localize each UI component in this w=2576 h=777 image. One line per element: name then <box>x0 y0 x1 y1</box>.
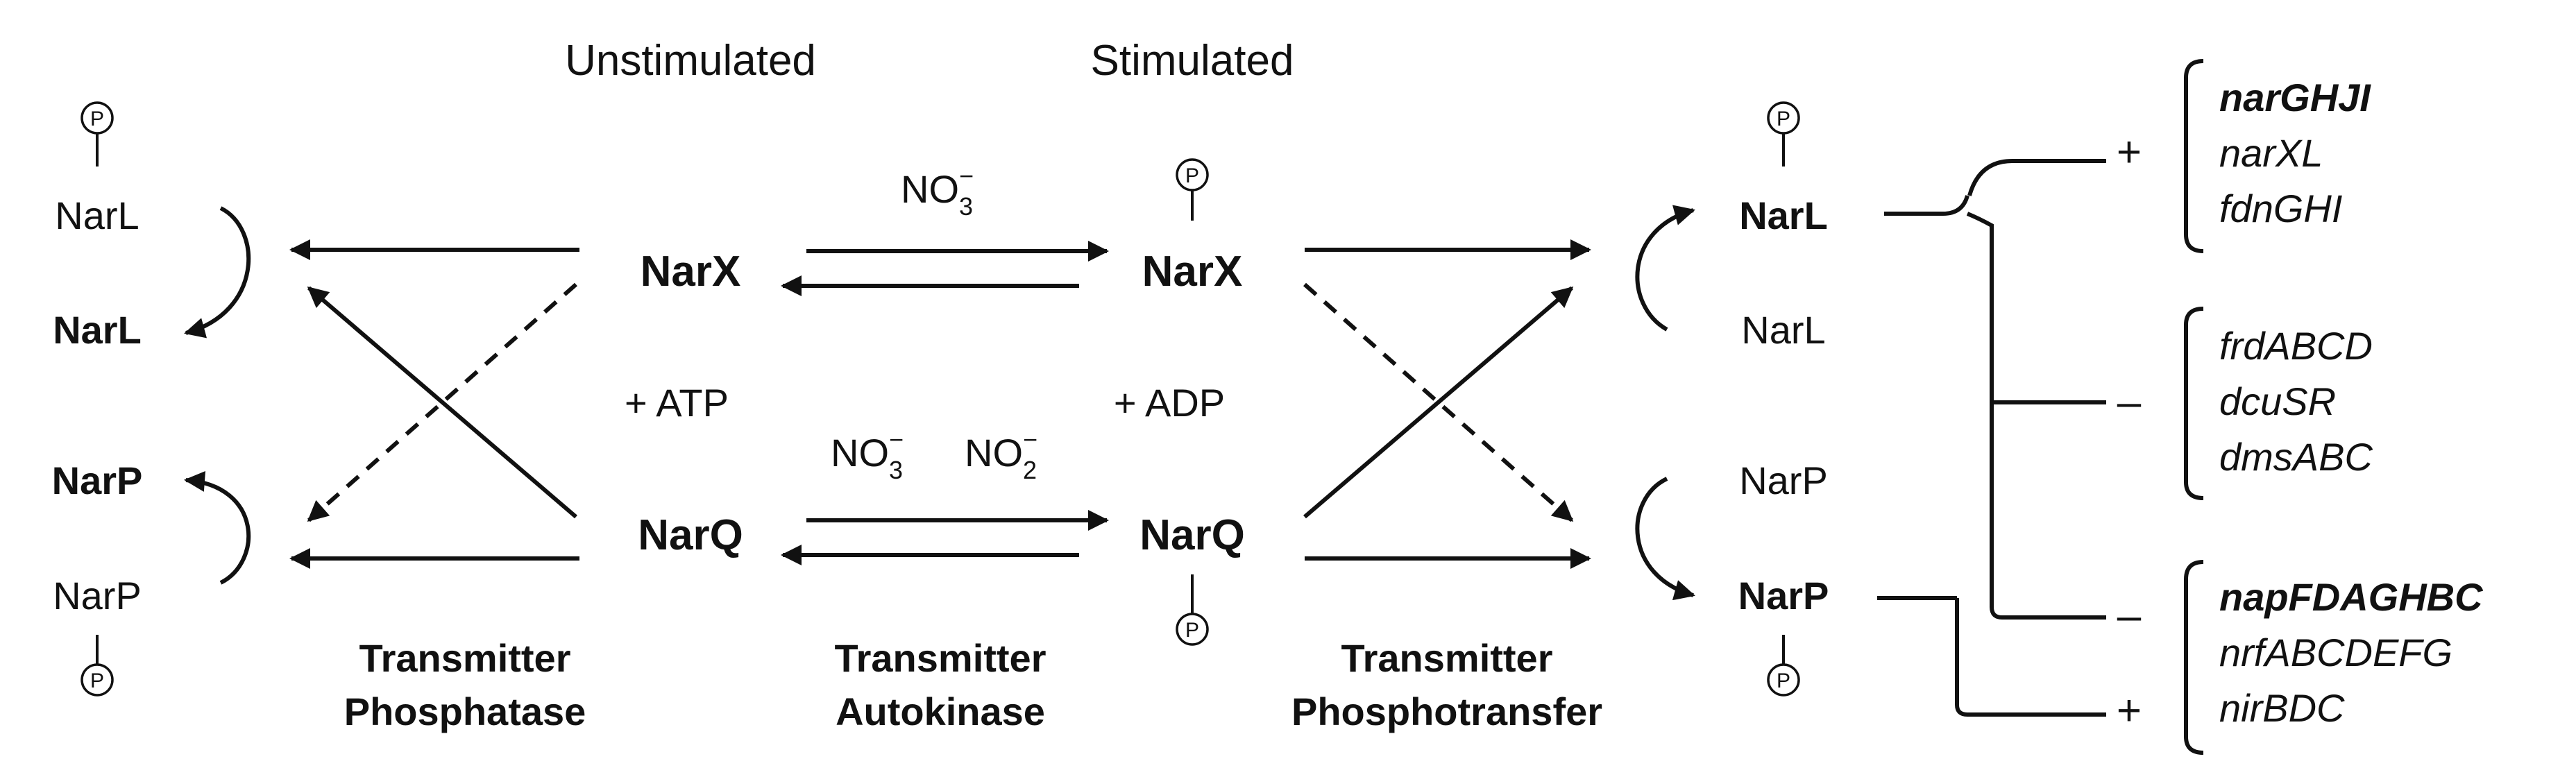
gene-nrfabcdefg: nrfABCDEFG <box>2219 631 2452 674</box>
svg-text:P: P <box>1777 108 1790 130</box>
curve-arrow-narp-phospho <box>1635 477 1695 601</box>
sign-activation-group1: + <box>2117 128 2142 176</box>
left-narl: NarL <box>53 308 142 352</box>
header-unstimulated: Unstimulated <box>565 37 816 85</box>
curve-arrow-narp-dephospho <box>184 471 251 585</box>
phospho-icon-narq: P <box>1176 574 1209 646</box>
sign-repression-group3: – <box>2117 592 2142 640</box>
phospho-icon-left-narp: P <box>80 635 114 697</box>
phospho-icon-right-narp: P <box>1767 635 1800 697</box>
left-narl-phosphorylated: NarL <box>55 194 139 237</box>
no3-label-bottom: NO3− <box>831 425 904 484</box>
middle-narq-phosphorylated: NarQ <box>1139 511 1245 559</box>
adp-label: + ADP <box>1114 381 1225 425</box>
gene-nirbdc: nirBDC <box>2219 686 2345 730</box>
narp-regulation-connector <box>1877 596 2106 717</box>
bracket-group2 <box>2184 307 2204 500</box>
curve-arrow-narl-dephospho <box>184 206 251 339</box>
gene-dcusr: dcuSR <box>2219 379 2336 423</box>
gene-narxl: narXL <box>2219 131 2323 175</box>
caption-phosphotransfer-line1: Transmitter <box>1341 636 1553 680</box>
caption-autokinase-line1: Transmitter <box>835 636 1046 680</box>
curve-arrow-narl-phospho <box>1635 205 1695 332</box>
right-narl: NarL <box>1741 308 1825 352</box>
phospho-icon-right-narl: P <box>1767 101 1800 166</box>
gene-napfdaghbc: napFDAGHBC <box>2219 575 2484 619</box>
middle-narx-phosphorylated: NarX <box>1142 248 1243 296</box>
left-narp-phosphorylated: NarP <box>53 574 142 617</box>
right-narl-phosphorylated: NarL <box>1739 194 1828 237</box>
arrow-narx-p-to-narp-dashed <box>1303 282 1574 522</box>
no3-label-top: NO3− <box>901 162 974 221</box>
svg-text:P: P <box>1185 164 1199 187</box>
caption-phosphatase-line1: Transmitter <box>359 636 571 680</box>
gene-fdnghi: fdnGHI <box>2219 187 2342 230</box>
svg-text:P: P <box>90 669 104 692</box>
bracket-group1 <box>2184 59 2204 253</box>
gene-dmsabc: dmsABC <box>2219 435 2373 479</box>
phospho-icon-left-narl: P <box>80 101 114 166</box>
arrow-narq-to-narl <box>307 286 577 519</box>
sign-activation-group4: + <box>2117 687 2142 735</box>
right-narp: NarP <box>1739 459 1828 502</box>
phospho-icon-narx: P <box>1176 158 1209 221</box>
arrow-narq-p-to-narl <box>1303 286 1574 519</box>
left-narq: NarQ <box>638 511 743 559</box>
arrow-narx-to-narp-dashed <box>307 282 577 522</box>
sign-repression-group2: – <box>2117 378 2142 426</box>
gene-narghji: narGHJI <box>2219 76 2371 119</box>
header-stimulated: Stimulated <box>1091 37 1294 85</box>
caption-autokinase-line2: Autokinase <box>836 690 1045 733</box>
atp-label: + ATP <box>625 381 729 425</box>
svg-text:P: P <box>1185 619 1199 642</box>
narl-regulation-connector <box>1884 159 2106 620</box>
no2-label-bottom: NO2− <box>965 425 1037 484</box>
caption-phosphatase-line2: Phosphatase <box>344 690 586 733</box>
svg-text:P: P <box>90 108 104 130</box>
caption-phosphotransfer-line2: Phosphotransfer <box>1291 690 1602 733</box>
svg-text:P: P <box>1777 669 1790 692</box>
left-narx: NarX <box>641 248 741 296</box>
bracket-group3 <box>2184 560 2204 755</box>
gene-frdabcd: frdABCD <box>2219 324 2373 368</box>
left-narp: NarP <box>52 459 143 502</box>
right-narp-phosphorylated: NarP <box>1738 574 1829 617</box>
